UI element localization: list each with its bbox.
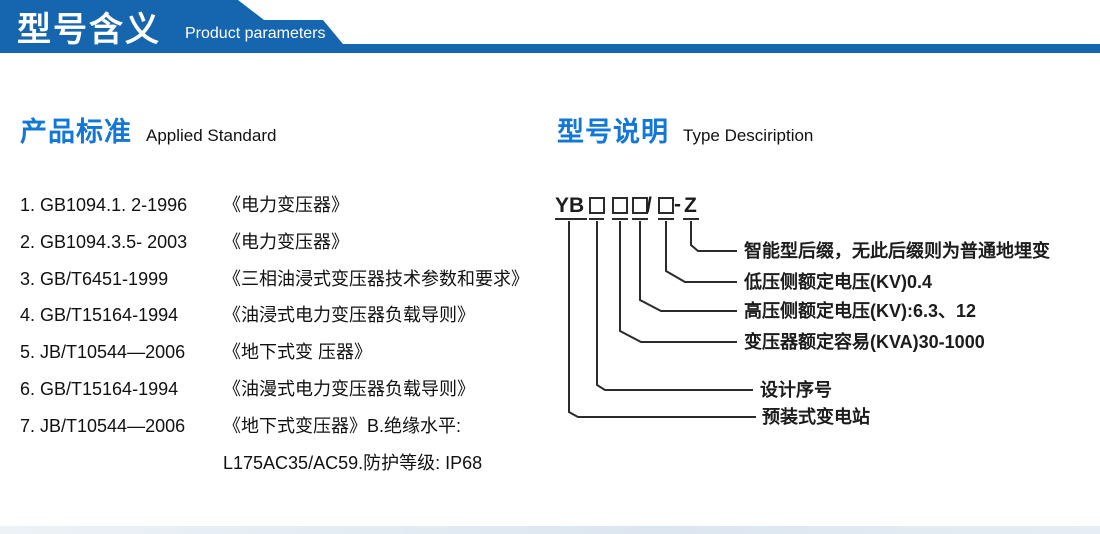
standard-title: 《油漫式电力变压器负载导则》 bbox=[223, 378, 475, 399]
standard-title: L175AC35/AC59.防护等级: IP68 bbox=[223, 452, 483, 473]
standard-item: 2. GB1094.3.5- 2003 《电力变压器》 bbox=[20, 224, 560, 261]
model-code-dash: - bbox=[674, 193, 681, 216]
standard-code: 1. GB1094.1. 2-1996 bbox=[20, 195, 188, 215]
standard-code: 7. JB/T10544—2006 bbox=[20, 415, 186, 436]
model-code-slash: / bbox=[646, 194, 652, 217]
standards-heading-cn: 产品标准 bbox=[20, 117, 132, 147]
model-code-prefix: YB bbox=[555, 194, 585, 217]
model-code-suffix: Z bbox=[684, 194, 697, 217]
standard-item: 6. GB/T15164-1994 《油漫式电力变压器负载导则》 bbox=[20, 371, 560, 408]
standard-item: 5. JB/T10544—2006 《地下式变 压器》 bbox=[20, 334, 560, 371]
standard-title: 《地下式变 压器》 bbox=[223, 342, 373, 363]
standard-title: 《电力变压器》 bbox=[223, 231, 349, 252]
model-heading-en: Type Desciription bbox=[683, 126, 814, 145]
standard-code: 4. GB/T15164-1994 bbox=[20, 305, 179, 326]
footer-gradient-bar bbox=[0, 526, 1100, 534]
standard-title: 《电力变压器》 bbox=[223, 195, 349, 215]
standard-title: 《三相油浸式变压器技术参数和要求》 bbox=[223, 268, 529, 289]
label-rated-capacity: 变压器额定容易(KVA)30-1000 bbox=[744, 332, 985, 352]
standard-code: 3. GB/T6451-1999 bbox=[20, 268, 169, 289]
label-design-serial: 设计序号 bbox=[760, 380, 832, 400]
label-smart-suffix: 智能型后缀，无此后缀则为普通地埋变 bbox=[744, 241, 1050, 261]
standards-list: 1. GB1094.1. 2-1996 《电力变压器》 2. GB1094.3.… bbox=[20, 187, 560, 481]
page-subtitle: Product parameters bbox=[185, 25, 326, 42]
standard-code: 6. GB/T15164-1994 bbox=[20, 378, 179, 399]
standard-item: 4. GB/T15164-1994 《油浸式电力变压器负载导则》 bbox=[20, 297, 560, 334]
standard-title: 《油浸式电力变压器负载导则》 bbox=[223, 305, 475, 326]
standard-item: 3. GB/T6451-1999 《三相油浸式变压器技术参数和要求》 bbox=[20, 261, 560, 298]
model-heading: 型号说明 Type Desciription bbox=[557, 110, 813, 149]
standards-heading-en: Applied Standard bbox=[146, 126, 277, 145]
label-high-voltage: 高压侧额定电压(KV):6.3、12 bbox=[744, 301, 977, 321]
page-title: 型号含义 bbox=[17, 11, 161, 49]
standards-heading: 产品标准 Applied Standard bbox=[20, 110, 276, 149]
label-prefab-substation: 预装式变电站 bbox=[762, 407, 870, 427]
standard-item-continuation: L175AC35/AC59.防护等级: IP68 bbox=[20, 445, 560, 482]
label-low-voltage: 低压侧额定电压(KV)0.4 bbox=[744, 272, 933, 292]
model-heading-cn: 型号说明 bbox=[557, 117, 669, 147]
standard-code: 5. JB/T10544—2006 bbox=[20, 342, 186, 363]
standard-item: 1. GB1094.1. 2-1996 《电力变压器》 bbox=[20, 187, 560, 224]
standard-item: 7. JB/T10544—2006 《地下式变压器》B.绝缘水平: bbox=[20, 408, 560, 445]
standard-title: 《地下式变压器》B.绝缘水平: bbox=[223, 415, 462, 436]
standard-code: 2. GB1094.3.5- 2003 bbox=[20, 231, 188, 252]
